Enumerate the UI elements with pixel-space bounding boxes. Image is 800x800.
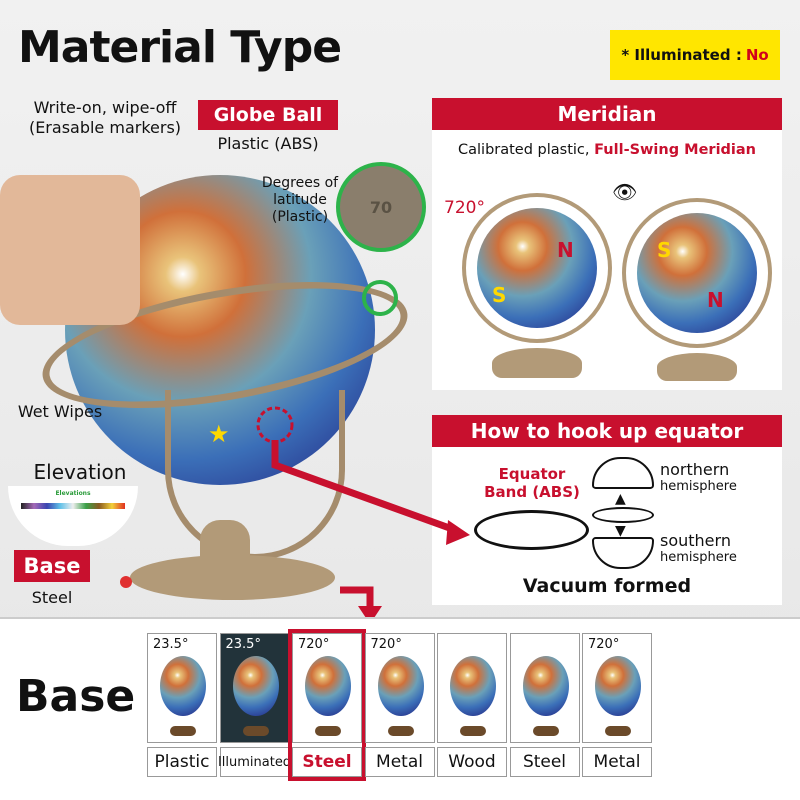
meridian-description: Calibrated plastic, Full-Swing Meridian	[432, 142, 782, 158]
stand-thumbnail	[532, 726, 559, 736]
base-option-image[interactable]: 720°	[292, 633, 362, 743]
meridian-header: Meridian	[432, 98, 782, 130]
base-option-image[interactable]	[509, 633, 580, 743]
base-option-label[interactable]: Illuminated	[218, 747, 291, 777]
meridian-panel: Meridian Calibrated plastic, Full-Swing …	[432, 98, 782, 390]
globe-thumbnail	[232, 656, 279, 716]
base-option-label[interactable]: Steel	[509, 747, 580, 777]
base-arrowhead	[358, 606, 382, 624]
meridian-angle: 720°	[444, 198, 485, 218]
base-arrow	[340, 586, 374, 610]
illuminated-badge: * Illuminated :No	[610, 30, 780, 80]
base-option-image[interactable]	[437, 633, 507, 743]
base-option-label[interactable]: Plastic	[147, 747, 217, 777]
stand-thumbnail	[605, 726, 631, 736]
base-option-image[interactable]: 23.5°	[147, 633, 217, 743]
meridian-desc-plain: Calibrated plastic,	[458, 142, 595, 158]
base-section-title: Base	[16, 671, 136, 722]
base-option-image[interactable]: 720°	[582, 633, 652, 743]
vacuum-formed-label: Vacuum formed	[522, 575, 692, 597]
illuminated-label: * Illuminated :	[621, 46, 742, 64]
base-options-section: Base 23.5° Plastic 23.5° Illuminated 720° Ste…	[0, 617, 800, 800]
meridian-base-1	[492, 348, 582, 378]
globe-ball-tag: Globe Ball	[198, 100, 338, 130]
degrees-line: Degrees of	[261, 175, 339, 191]
star-icon: ★	[208, 420, 230, 448]
selected-option-highlight	[288, 629, 366, 781]
southern-label: southern	[660, 531, 731, 550]
hands-with-marker-image	[0, 175, 140, 325]
stand-thumbnail	[170, 726, 196, 736]
southern-sub-label: hemisphere	[660, 550, 737, 565]
rotation-angle: 720°	[588, 637, 620, 652]
globe-thumbnail	[522, 656, 569, 716]
elevation-legend-title: Elevations	[55, 490, 91, 497]
degree-mark: 70	[369, 197, 393, 217]
pole-s-2: S	[657, 238, 672, 262]
meridian-ring-1	[462, 193, 612, 343]
globe-thumbnail	[160, 656, 206, 716]
globe-thumbnail	[305, 656, 351, 716]
illuminated-value: No	[745, 46, 769, 64]
base-option-label[interactable]: Steel	[292, 747, 362, 777]
band-line: Band (ABS)	[484, 483, 580, 501]
equator-header: How to hook up equator	[432, 415, 782, 447]
elevation-color-bar	[21, 503, 125, 509]
rotation-angle: 720°	[298, 637, 330, 652]
globe-thumbnail	[595, 656, 641, 716]
globe-thumbnail	[450, 656, 496, 716]
write-on-label: Write-on, wipe-off	[33, 98, 177, 117]
equator-arrow	[271, 440, 457, 534]
equator-band-ring	[474, 510, 589, 550]
globe-ball-material: Plastic (ABS)	[217, 134, 319, 153]
globe-thumbnail	[377, 656, 424, 716]
base-image	[130, 555, 335, 600]
meridian-ring-2	[622, 198, 772, 348]
meridian-desc-red: Full-Swing Meridian	[594, 142, 756, 158]
pole-n-2: N	[707, 288, 724, 312]
equator-marker-circle	[256, 406, 294, 444]
base-option-label[interactable]: Wood	[437, 747, 507, 777]
pole-n-1: N	[557, 238, 574, 262]
elevation-label: Elevation	[33, 460, 127, 484]
degrees-line: latitude	[273, 192, 327, 208]
degrees-line: (Plastic)	[271, 209, 329, 225]
base-option-image[interactable]: 720°	[364, 633, 435, 743]
pole-s-1: S	[492, 283, 507, 307]
wet-wipes-label: Wet Wipes	[17, 402, 103, 421]
equator-arrowhead	[446, 520, 470, 545]
stand-thumbnail	[460, 726, 486, 736]
connector-arrows	[256, 406, 470, 624]
base-option-label[interactable]: Metal	[582, 747, 652, 777]
stand-thumbnail	[315, 726, 341, 736]
rotation-angle: 23.5°	[153, 637, 189, 652]
latitude-zoom-circle: 70	[336, 162, 426, 252]
rotation-angle: 720°	[370, 637, 402, 652]
base-neck	[200, 520, 250, 560]
band-line: Equator	[498, 465, 566, 483]
equator-band-small	[592, 507, 654, 523]
eye-icon: 👁	[612, 180, 638, 204]
stand-thumbnail	[387, 726, 414, 736]
erasable-label: (Erasable markers)	[28, 118, 182, 137]
arrow-down-icon: ▼	[615, 523, 626, 539]
base-pointer-dot	[120, 576, 132, 588]
northern-sub-label: hemisphere	[660, 479, 737, 494]
rotation-angle: 23.5°	[225, 637, 261, 652]
page-title: Material Type	[18, 22, 342, 73]
base-option-image[interactable]: 23.5°	[219, 633, 290, 743]
stand-thumbnail	[242, 726, 269, 736]
base-tag: Base	[14, 550, 90, 582]
latitude-marker-circle	[362, 280, 398, 316]
base-option-label[interactable]: Metal	[364, 747, 435, 777]
arrow-up-icon: ▲	[615, 491, 626, 507]
meridian-base-2	[657, 353, 737, 381]
base-material: Steel	[31, 588, 73, 607]
northern-label: northern	[660, 460, 730, 479]
meridian-tilt: 23.5°	[532, 200, 557, 210]
